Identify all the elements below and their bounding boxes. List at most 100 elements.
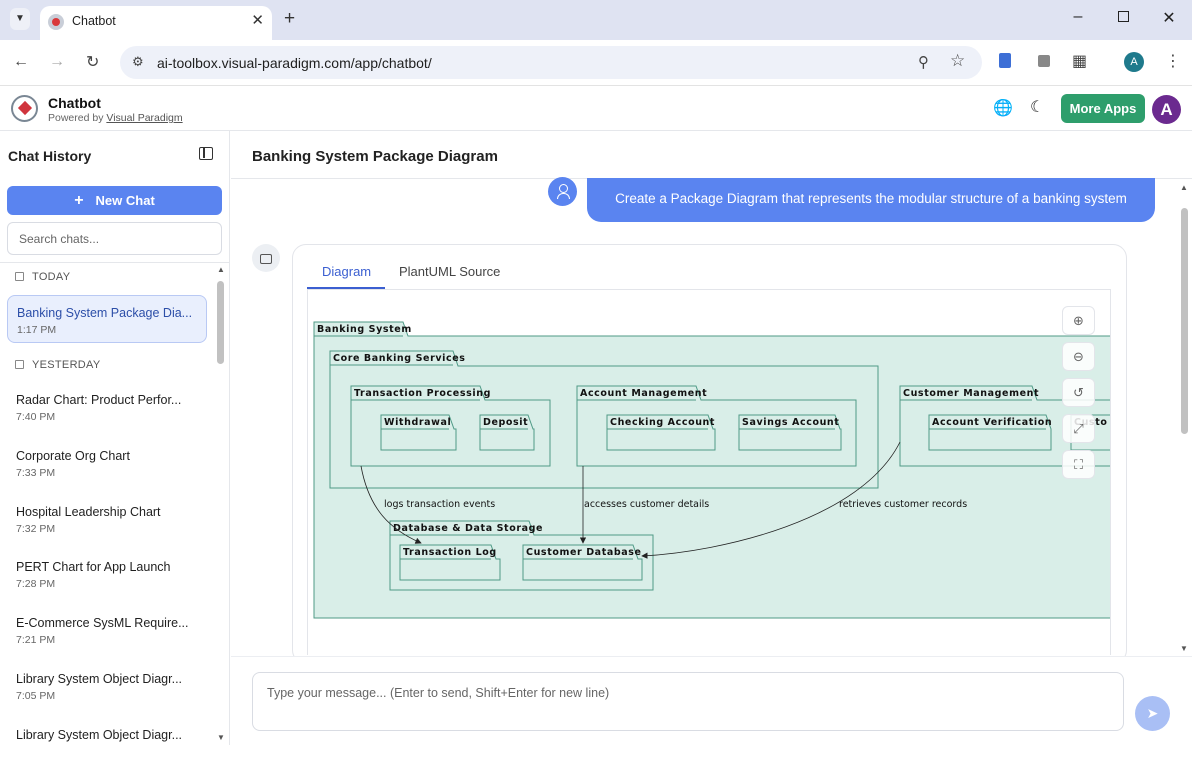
app-header: Chatbot Powered by Visual Paradigm 🌐 ☾ — [0, 86, 1192, 131]
chat-item-title: Hospital Leadership Chart — [16, 505, 161, 519]
sidebar-scroll-up-icon[interactable]: ▲ — [217, 265, 225, 274]
extension-gray-icon[interactable] — [1038, 55, 1050, 67]
package-label-customer-database: Customer Database — [526, 547, 642, 558]
package-savings-account: Savings Account — [738, 414, 842, 451]
bookmark-star-icon[interactable]: ☆ — [950, 51, 966, 70]
package-account-verification: Account Verification — [928, 414, 1052, 451]
package-deposit: Deposit — [479, 414, 535, 451]
plus-icon: + — [74, 192, 84, 209]
back-icon[interactable]: ← — [13, 53, 29, 70]
chat-history-sidebar: Chat History +New Chat TODAY Banking Sys… — [0, 131, 230, 745]
group-label-today: TODAY — [15, 271, 70, 283]
main-scroll-down-icon[interactable]: ▼ — [1180, 644, 1188, 653]
chat-item-pert[interactable]: PERT Chart for App Launch 7:28 PM — [7, 550, 207, 598]
relation-label-logs: logs transaction events — [384, 499, 495, 510]
package-label-account-verification: Account Verification — [932, 417, 1052, 428]
search-chats-input[interactable] — [7, 222, 222, 255]
package-customer-database: Customer Database — [522, 544, 643, 581]
group-label-yesterday: YESTERDAY — [15, 359, 101, 371]
calendar-icon — [15, 272, 24, 281]
globe-icon[interactable]: 🌐 — [993, 100, 1013, 117]
zoom-out-button[interactable]: ⊖ — [1062, 342, 1095, 371]
fit-arrows-icon: ⤢ — [1073, 421, 1084, 436]
new-chat-button[interactable]: +New Chat — [7, 186, 222, 215]
browser-tab-chatbot[interactable]: Chatbot ✕ — [40, 6, 272, 40]
maximize-icon[interactable] — [1113, 9, 1133, 27]
browser-toolbar: ← → ↻ ⚙ ai-toolbox.visual-paradigm.com/a… — [0, 40, 1192, 86]
main-scroll-up-icon[interactable]: ▲ — [1180, 183, 1188, 192]
bot-icon — [252, 244, 280, 272]
chat-item-time: 7:40 PM — [16, 411, 56, 423]
package-label-banking-system: Banking System — [317, 324, 412, 335]
chat-item-title: Radar Chart: Product Perfor... — [16, 393, 182, 407]
tab-title: Chatbot — [72, 14, 116, 28]
package-label-withdrawal: Withdrawal — [384, 417, 451, 428]
package-diagram: Banking System Core Banking Services Tra… — [313, 321, 1110, 619]
visual-paradigm-link[interactable]: Visual Paradigm — [106, 112, 183, 124]
minimize-icon[interactable]: – — [1073, 8, 1083, 25]
message-input[interactable] — [252, 672, 1124, 731]
conversation-title: Banking System Package Diagram — [252, 148, 498, 165]
fit-view-button[interactable]: ⤢ — [1062, 414, 1095, 443]
tab-diagram[interactable]: Diagram — [322, 264, 372, 279]
zoom-icon[interactable]: ⚲ — [918, 54, 929, 71]
tab-plantuml-source[interactable]: PlantUML Source — [399, 264, 501, 279]
user-avatar-button[interactable]: A — [1152, 95, 1181, 124]
send-button[interactable]: ➤ — [1135, 696, 1170, 731]
main-scrollbar[interactable] — [1181, 208, 1188, 434]
send-paper-plane-icon: ➤ — [1146, 705, 1159, 721]
profile-avatar[interactable]: A — [1124, 52, 1144, 72]
browser-tab-bar: ▼ Chatbot ✕ + – ✕ — [0, 0, 1192, 40]
reload-icon[interactable]: ↻ — [86, 54, 100, 71]
zoom-in-button[interactable]: ⊕ — [1062, 306, 1095, 335]
chat-item-title: PERT Chart for App Launch — [16, 560, 171, 574]
url-text: ai-toolbox.visual-paradigm.com/app/chatb… — [157, 55, 432, 71]
package-transaction-log: Transaction Log — [399, 544, 501, 581]
package-label-customer-management: Customer Management — [903, 388, 1039, 399]
address-bar[interactable]: ⚙ ai-toolbox.visual-paradigm.com/app/cha… — [120, 46, 982, 79]
chat-item-ecommerce[interactable]: E-Commerce SysML Require... 7:21 PM — [7, 606, 207, 654]
package-label-checking-account: Checking Account — [610, 417, 715, 428]
package-withdrawal: Withdrawal — [380, 414, 457, 451]
sidebar-divider — [0, 262, 229, 263]
chat-item-title: E-Commerce SysML Require... — [16, 616, 189, 630]
chat-item-hospital[interactable]: Hospital Leadership Chart 7:32 PM — [7, 495, 207, 543]
tab-search-chevron-icon[interactable]: ▼ — [10, 8, 30, 30]
visual-paradigm-logo-icon — [11, 95, 38, 122]
chat-item-corporate-org[interactable]: Corporate Org Chart 7:33 PM — [7, 439, 207, 487]
package-label-database-storage: Database & Data Storage — [393, 523, 543, 534]
window-close-icon[interactable]: ✕ — [1162, 10, 1176, 27]
sidebar-scroll-down-icon[interactable]: ▼ — [217, 733, 225, 742]
diagram-viewport[interactable]: Banking System Core Banking Services Tra… — [307, 290, 1111, 655]
more-apps-button[interactable]: More Apps — [1061, 94, 1145, 123]
site-info-icon[interactable]: ⚙ — [132, 54, 144, 69]
fullscreen-button[interactable]: ⛶ — [1062, 450, 1095, 479]
tab-close-icon[interactable]: ✕ — [251, 12, 264, 29]
sidebar-scrollbar[interactable] — [217, 281, 224, 364]
reset-view-button[interactable]: ↺ — [1062, 378, 1095, 407]
tab-favicon-icon — [48, 14, 64, 30]
relation-logs: logs transaction events — [360, 465, 495, 544]
chat-item-radar[interactable]: Radar Chart: Product Perfor... 7:40 PM — [7, 383, 207, 431]
package-label-core-banking: Core Banking Services — [333, 353, 466, 364]
extensions-puzzle-icon[interactable]: ▦ — [1072, 53, 1088, 70]
extension-doc-icon[interactable] — [999, 53, 1011, 68]
chat-item-library-1[interactable]: Library System Object Diagr... 7:05 PM — [7, 662, 207, 710]
relation-accesses: accesses customer details — [579, 466, 709, 544]
forward-icon[interactable]: → — [49, 53, 65, 70]
chat-item-title: Library System Object Diagr... — [16, 672, 183, 686]
menu-kebab-icon[interactable]: ⋮ — [1165, 53, 1181, 70]
sidebar-toggle-icon[interactable] — [199, 147, 213, 160]
package-label-transaction-log: Transaction Log — [403, 547, 497, 558]
new-tab-icon[interactable]: + — [284, 8, 296, 29]
chat-item-banking[interactable]: Banking System Package Dia... 1:17 PM — [7, 295, 207, 343]
user-message-bubble: Create a Package Diagram that represents… — [587, 178, 1155, 222]
chat-item-time: 7:28 PM — [16, 578, 56, 590]
zoom-out-icon: ⊖ — [1073, 349, 1084, 364]
dark-mode-moon-icon[interactable]: ☾ — [1030, 99, 1045, 116]
package-checking-account: Checking Account — [606, 414, 716, 451]
relation-retrieves: retrieves customer records — [641, 441, 967, 559]
chat-item-time: 7:33 PM — [16, 467, 56, 479]
chat-item-library-2[interactable]: Library System Object Diagr... — [7, 718, 207, 766]
relation-label-accesses: accesses customer details — [584, 499, 709, 510]
